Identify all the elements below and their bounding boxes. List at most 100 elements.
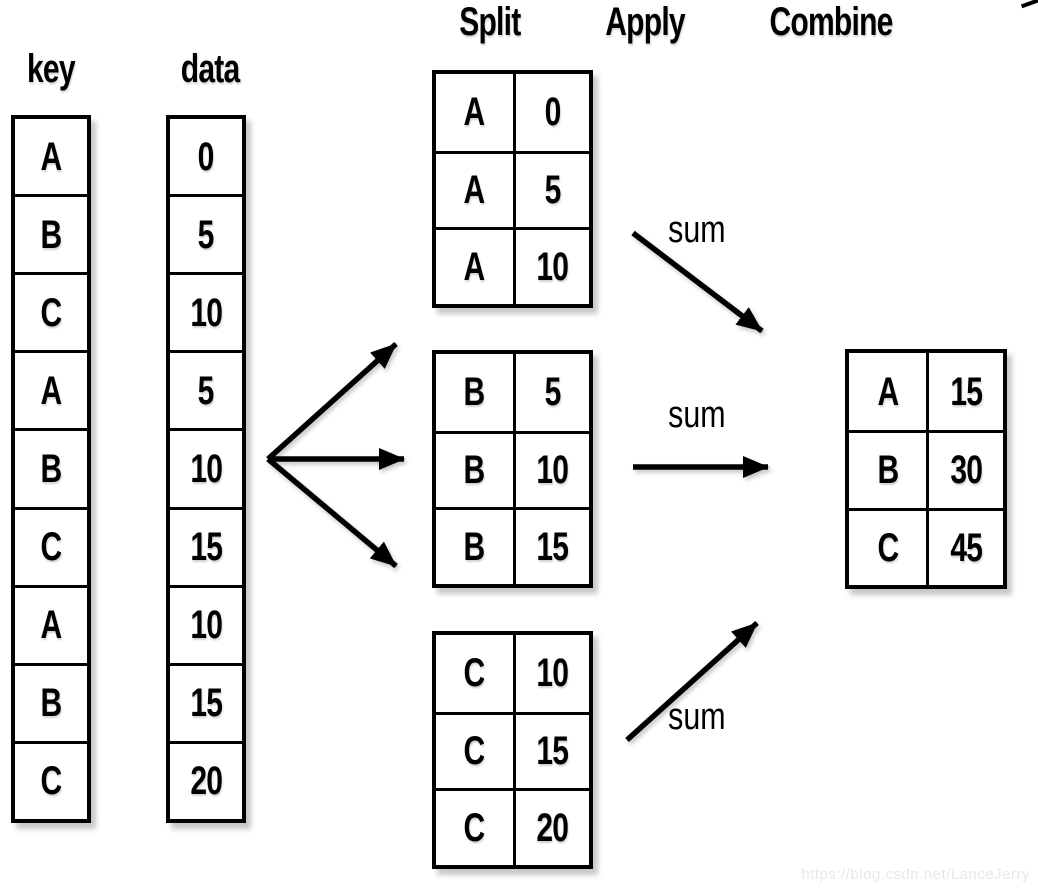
data-column-label: data bbox=[180, 47, 240, 91]
data-cell-text: 0 bbox=[198, 134, 215, 179]
key-cell: B bbox=[15, 428, 87, 506]
key-column-header: key bbox=[0, 49, 126, 89]
combine-value-cell: 45 bbox=[926, 507, 1003, 585]
combine-key-cell: C bbox=[849, 507, 926, 585]
split-arrow-bottom bbox=[266, 456, 398, 569]
key-cell: A bbox=[15, 119, 87, 194]
split-value-cell: 10 bbox=[512, 227, 589, 304]
apply-stage-header: Apply bbox=[570, 2, 720, 42]
data-cell: 5 bbox=[170, 350, 242, 428]
cell-text: C bbox=[463, 729, 486, 774]
apply-stage-label: Apply bbox=[605, 0, 685, 44]
cell-text: B bbox=[463, 448, 486, 493]
key-cell-text: C bbox=[40, 759, 63, 804]
split-stage-header: Split bbox=[415, 2, 565, 42]
cell-text: 10 bbox=[536, 448, 569, 493]
combine-stage-header: Combine bbox=[741, 2, 921, 42]
split-key-cell: B bbox=[436, 507, 513, 584]
sum-label-text: sum bbox=[668, 696, 726, 738]
data-cell-text: 15 bbox=[190, 681, 223, 726]
cell-text: 15 bbox=[536, 729, 569, 774]
combine-stage-label: Combine bbox=[769, 0, 893, 44]
combine-key-cell: B bbox=[849, 430, 926, 507]
cell-text: B bbox=[463, 525, 486, 570]
key-cell: C bbox=[15, 740, 87, 819]
key-column-label: key bbox=[27, 47, 76, 91]
cell-text: C bbox=[463, 651, 486, 696]
sum-label-bottom: sum bbox=[622, 698, 772, 736]
split-key-cell: A bbox=[436, 74, 513, 151]
cell-text: C bbox=[463, 806, 486, 851]
key-cell: B bbox=[15, 194, 87, 272]
split-group-c-table: C 10 C 15 C 20 bbox=[432, 631, 593, 869]
data-cell-text: 10 bbox=[190, 290, 223, 335]
cell-text: A bbox=[463, 90, 486, 135]
data-cell: 5 bbox=[170, 194, 242, 272]
cell-text: 5 bbox=[544, 168, 561, 213]
sum-label-text: sum bbox=[668, 209, 726, 251]
key-cell: C bbox=[15, 506, 87, 585]
cell-text: 30 bbox=[950, 448, 983, 493]
split-value-cell: 10 bbox=[512, 635, 590, 712]
key-cell-text: A bbox=[40, 134, 63, 179]
data-cell: 20 bbox=[170, 740, 242, 819]
key-cell: A bbox=[15, 584, 87, 663]
cell-text: C bbox=[877, 525, 899, 570]
data-cell: 10 bbox=[170, 272, 242, 350]
data-cell-text: 5 bbox=[198, 368, 215, 413]
split-value-cell: 5 bbox=[512, 354, 590, 431]
data-cell: 15 bbox=[170, 506, 242, 585]
data-cell-text: 15 bbox=[190, 525, 223, 570]
key-cell: C bbox=[15, 272, 87, 350]
combine-value-cell: 30 bbox=[926, 430, 1003, 508]
combine-value-cell: 15 bbox=[926, 353, 1003, 431]
cell-text: 0 bbox=[544, 90, 561, 135]
split-group-a-table: A 0 A 5 A 10 bbox=[432, 70, 593, 308]
data-cell: 0 bbox=[170, 119, 242, 194]
data-cell: 10 bbox=[170, 584, 242, 663]
cell-text: B bbox=[463, 370, 486, 415]
cell-text: 20 bbox=[536, 806, 569, 851]
split-key-cell: A bbox=[436, 227, 513, 304]
split-key-cell: C bbox=[436, 788, 513, 865]
sum-label-middle: sum bbox=[622, 396, 772, 434]
key-cell-text: A bbox=[40, 603, 63, 648]
cell-text: A bbox=[463, 245, 486, 290]
cell-text: 15 bbox=[536, 525, 569, 570]
split-group-b-table: B 5 B 10 B 15 bbox=[432, 350, 593, 588]
split-value-cell: 20 bbox=[512, 788, 589, 865]
split-key-cell: B bbox=[436, 430, 513, 508]
cell-text: 10 bbox=[536, 245, 569, 290]
key-cell-text: C bbox=[40, 290, 63, 335]
key-cell-text: B bbox=[40, 446, 63, 491]
data-cell: 10 bbox=[170, 428, 242, 506]
split-stage-label: Split bbox=[459, 0, 521, 44]
data-cell-text: 10 bbox=[190, 446, 223, 491]
key-cell-text: C bbox=[40, 525, 63, 570]
split-arrow-top bbox=[266, 341, 398, 462]
combine-result-table: A 15 B 30 C 45 bbox=[845, 349, 1007, 589]
split-value-cell: 5 bbox=[512, 150, 589, 228]
data-column-table: 0 5 10 5 10 15 10 15 20 bbox=[166, 115, 246, 823]
cell-text: A bbox=[463, 168, 486, 213]
split-key-cell: C bbox=[436, 635, 513, 712]
data-column-header: data bbox=[135, 49, 285, 89]
data-cell: 15 bbox=[170, 662, 242, 741]
split-key-cell: C bbox=[436, 711, 513, 789]
cell-text: B bbox=[877, 448, 899, 493]
split-value-cell: 15 bbox=[512, 507, 589, 584]
key-cell: A bbox=[15, 350, 87, 428]
split-value-cell: 0 bbox=[512, 74, 590, 151]
watermark-url: https://blog.csdn.net/LanceJerry bbox=[801, 866, 1030, 883]
split-key-cell: A bbox=[436, 150, 513, 228]
data-cell-text: 20 bbox=[190, 759, 223, 804]
key-column-table: A B C A B C A B C bbox=[11, 115, 91, 823]
corner-artifact bbox=[1020, 0, 1038, 9]
key-cell: B bbox=[15, 662, 87, 741]
combine-key-cell: A bbox=[849, 353, 926, 430]
split-value-cell: 15 bbox=[512, 711, 589, 789]
split-value-cell: 10 bbox=[512, 430, 589, 508]
cell-text: 15 bbox=[950, 369, 983, 414]
cell-text: A bbox=[877, 369, 899, 414]
